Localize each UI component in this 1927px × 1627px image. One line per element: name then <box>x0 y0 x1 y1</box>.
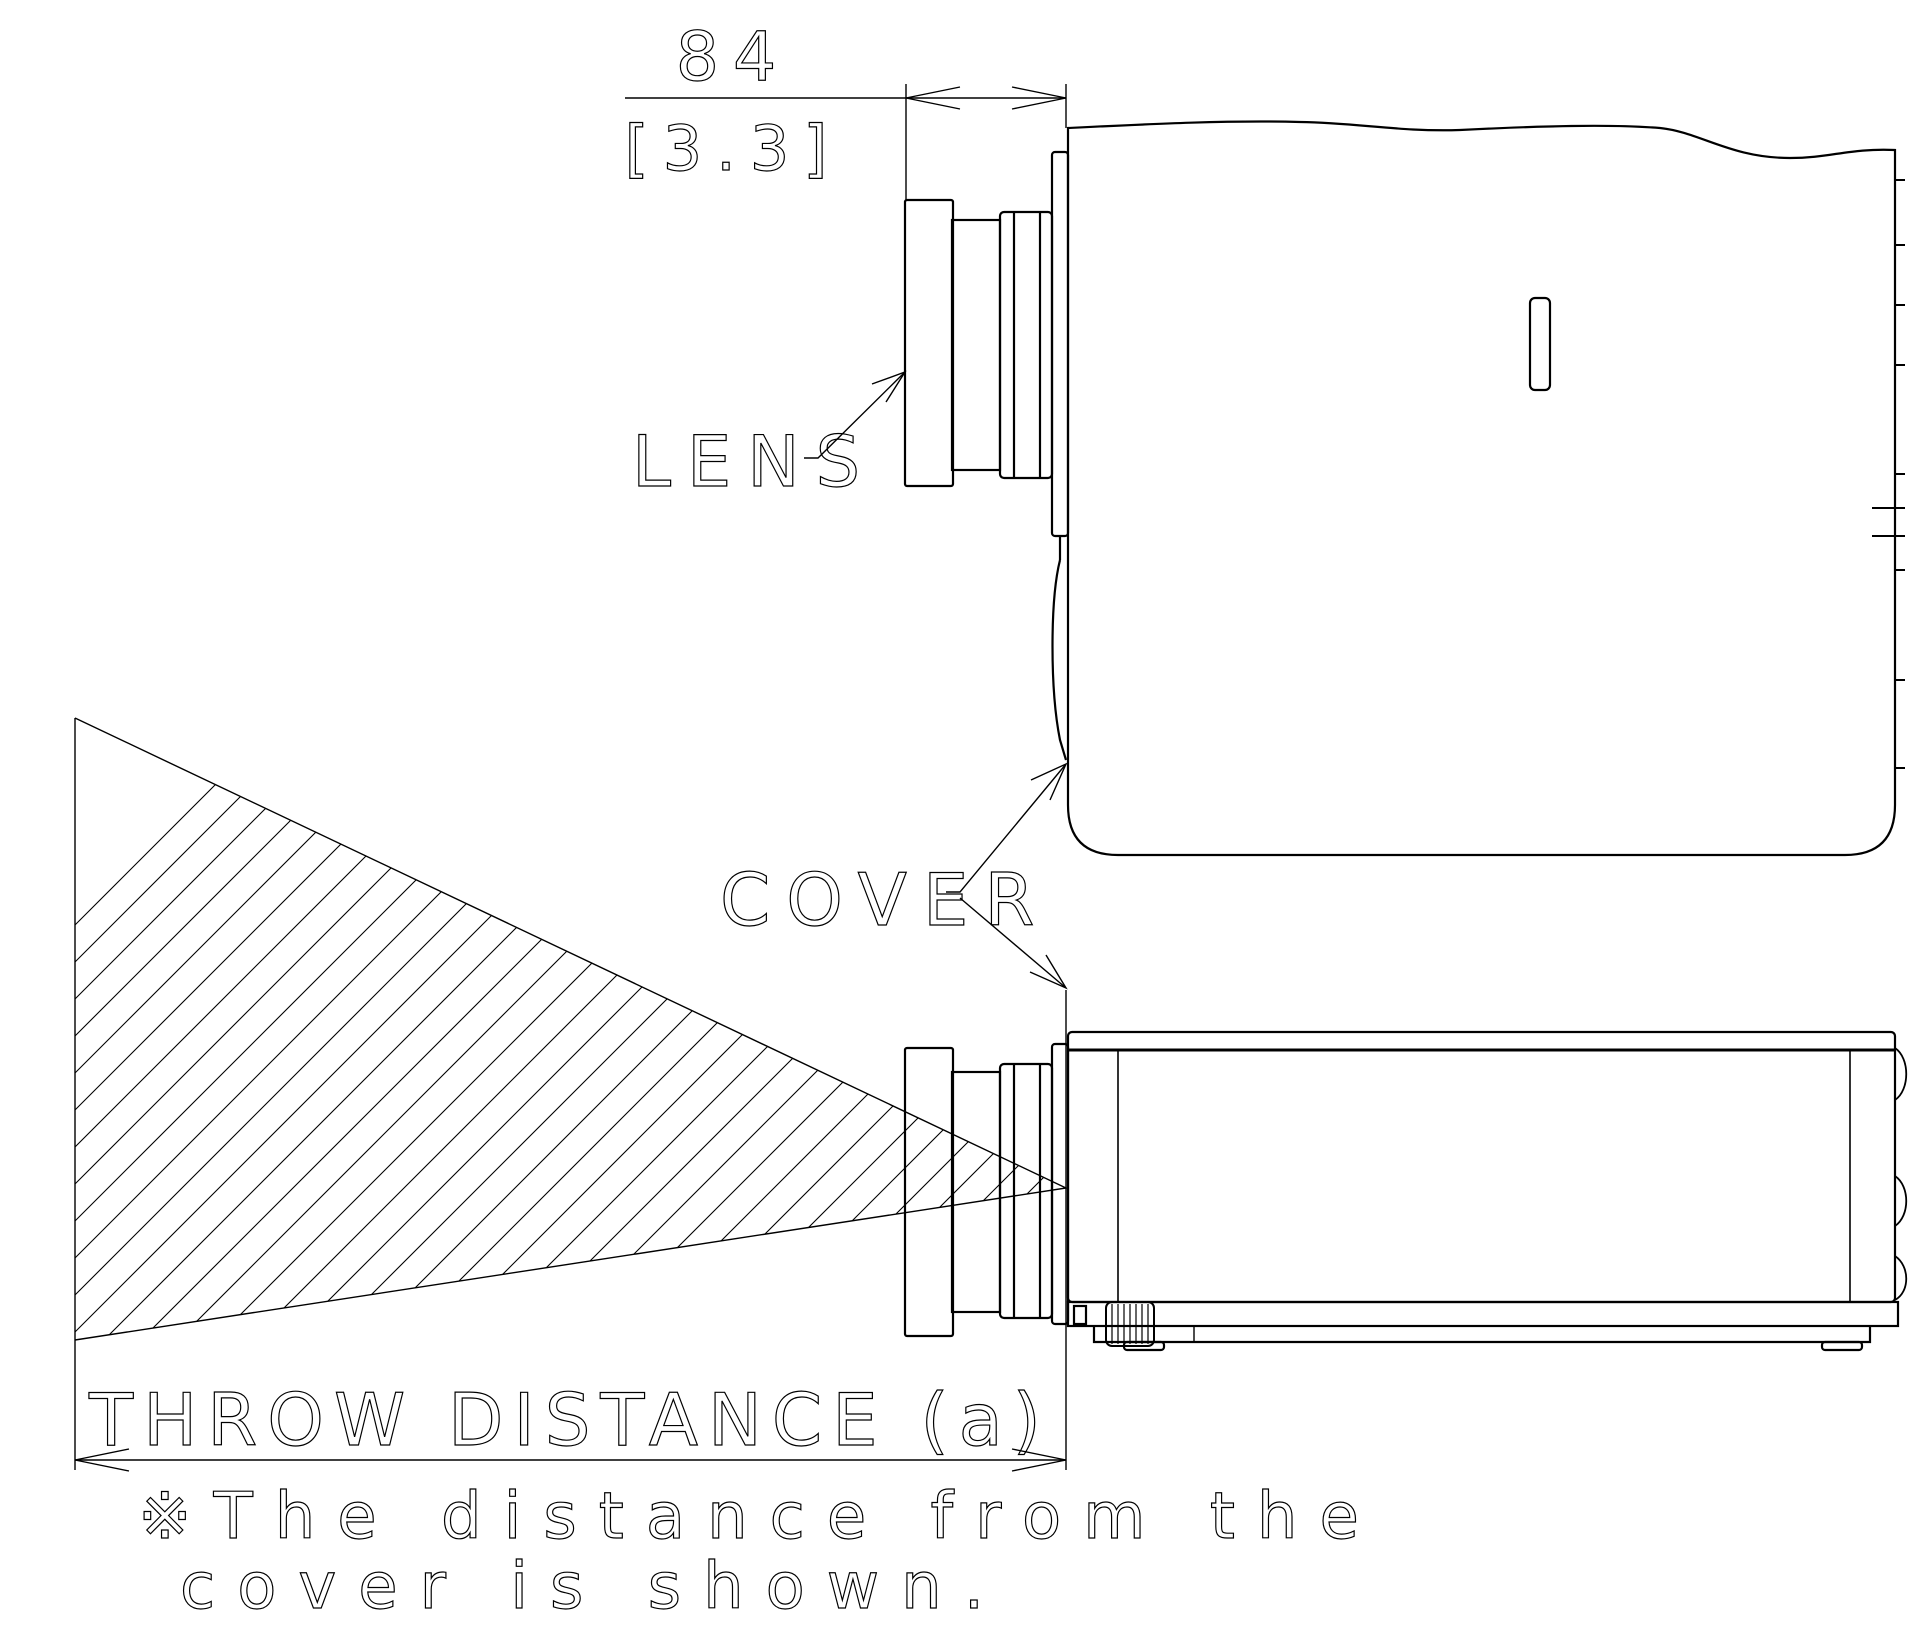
top-view-indicator <box>1528 296 1552 392</box>
top-view-lens-front <box>903 198 955 488</box>
note-line-1: ※The distance from the <box>138 1480 1381 1554</box>
cover-leader-top <box>946 763 1067 893</box>
top-view-cover-plate <box>1050 150 1070 538</box>
cover-leader-bottom <box>959 897 1067 989</box>
top-view-body <box>1066 120 1897 857</box>
top-view-lens-mount <box>998 210 1054 480</box>
throw-arrow-right <box>1011 1448 1067 1472</box>
side-view-body <box>1066 1030 1897 1304</box>
dimension-84 <box>625 84 1067 200</box>
projector-top-view <box>903 120 1905 857</box>
side-view-lens-front <box>903 1046 955 1338</box>
side-view-vent <box>1072 1304 1088 1326</box>
dimension-value-mm: 84 <box>676 18 791 97</box>
top-view-cover-edge <box>1051 559 1068 761</box>
dimension-arrow-left <box>905 86 961 110</box>
lens-label: LENS <box>632 421 876 503</box>
top-view-rear-ticks <box>1872 179 1905 769</box>
cover-leaders <box>946 762 1068 990</box>
throw-distance-label: THROW DISTANCE (a) <box>88 1378 1051 1462</box>
throw-distance-dimension <box>74 990 1067 1472</box>
cover-label: COVER <box>720 858 1050 942</box>
side-view-base <box>1066 1300 1900 1328</box>
cone-outline <box>74 717 1069 1341</box>
top-view-lens-barrel <box>950 218 1002 472</box>
throw-arrow-left <box>74 1448 130 1472</box>
dimension-arrow-right <box>1011 86 1067 110</box>
side-view-lens-barrel <box>950 1070 1002 1314</box>
side-view-foot-right <box>1820 1340 1864 1352</box>
projector-side-view <box>903 1030 1908 1352</box>
lens-leader <box>804 370 907 459</box>
note-line-2: cover is shown. <box>180 1550 1006 1624</box>
side-view-focus-ring <box>1105 1301 1155 1347</box>
dimension-value-inch: [3.3] <box>625 112 842 185</box>
